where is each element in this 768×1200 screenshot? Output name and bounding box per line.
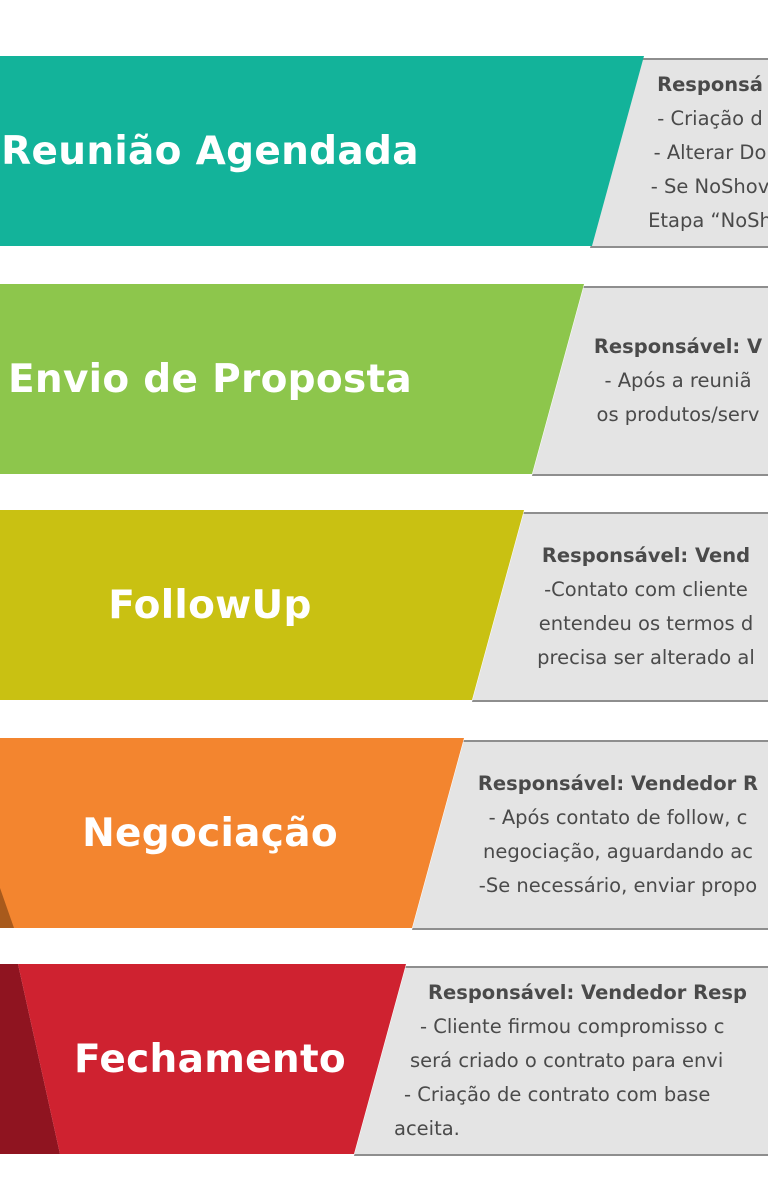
stage-description-line: - Se NoShov [650, 175, 768, 198]
stage-description-line: Etapa “NoSh [648, 209, 768, 232]
stage-description-line: - Alterar Do [653, 141, 767, 164]
stage-description-line: - Após contato de follow, c [488, 806, 748, 829]
stage-responsible: Responsável: Vendedor Resp [428, 981, 747, 1004]
stage-label: Negociação [82, 810, 338, 856]
stage-description-line: - Criação d [657, 107, 763, 130]
stage-description-line: -Contato com cliente [544, 578, 748, 601]
stage-description-line: negociação, aguardando ac [483, 840, 753, 863]
stage-description-line: -Se necessário, enviar propo [478, 874, 758, 897]
stage-envio-de-proposta: Responsável: V - Após a reuniã os produt… [0, 284, 768, 476]
stage-description-box: Responsá - Criação d - Alterar Do - Se N… [590, 58, 768, 248]
stage-followup: Responsável: Vend -Contato com cliente e… [0, 510, 768, 702]
stage-reuniao-agendada: Responsá - Criação d - Alterar Do - Se N… [0, 56, 768, 248]
stage-description-box: Responsável: Vend -Contato com cliente e… [472, 512, 768, 702]
stage-description-line: - Cliente firmou compromisso c [420, 1015, 725, 1038]
stage-description: Responsável: Vend -Contato com cliente e… [516, 514, 768, 700]
stage-band [0, 510, 524, 700]
stage-description-line: precisa ser alterado al [537, 646, 755, 669]
stage-description-line: entendeu os termos d [538, 612, 754, 635]
stage-responsible: Responsável: V [593, 335, 763, 358]
stage-fechamento: Responsável: Vendedor Resp - Cliente fir… [0, 964, 768, 1156]
stage-description: Responsável: Vendedor Resp - Cliente fir… [394, 968, 768, 1154]
stage-description-line: - Após a reuniã [604, 369, 752, 392]
stage-label: Reunião Agendada [1, 128, 419, 174]
stage-responsible: Responsável: Vend [541, 544, 751, 567]
stage-description-box: Responsável: V - Após a reuniã os produt… [532, 286, 768, 476]
stage-label: Fechamento [73, 1036, 346, 1082]
stage-band [18, 964, 406, 1154]
stage-description-line: - Criação de contrato com base [404, 1083, 711, 1106]
stage-responsible: Responsá [657, 73, 763, 96]
stage-description-box: Responsável: Vendedor Resp - Cliente fir… [354, 966, 768, 1156]
stage-responsible: Responsável: Vendedor R [477, 772, 759, 795]
stage-description-box: Responsável: Vendedor R - Após contato d… [412, 740, 768, 930]
stage-band [0, 284, 584, 474]
stage-description-line: será criado o contrato para envi [410, 1049, 724, 1072]
stage-description: Responsá - Criação d - Alterar Do - Se N… [620, 60, 768, 246]
stage-band [0, 56, 644, 246]
stage-description-line: os produtos/serv [596, 403, 760, 426]
stage-label: FollowUp [108, 582, 312, 628]
stage-description: Responsável: Vendedor R - Após contato d… [458, 742, 768, 928]
stage-description: Responsável: V - Após a reuniã os produt… [578, 288, 768, 474]
stage-label: Envio de Proposta [7, 356, 413, 402]
stage-description-line: aceita. [394, 1117, 460, 1140]
stage-negociacao: Responsável: Vendedor R - Após contato d… [0, 738, 768, 930]
stage-band [0, 738, 464, 928]
